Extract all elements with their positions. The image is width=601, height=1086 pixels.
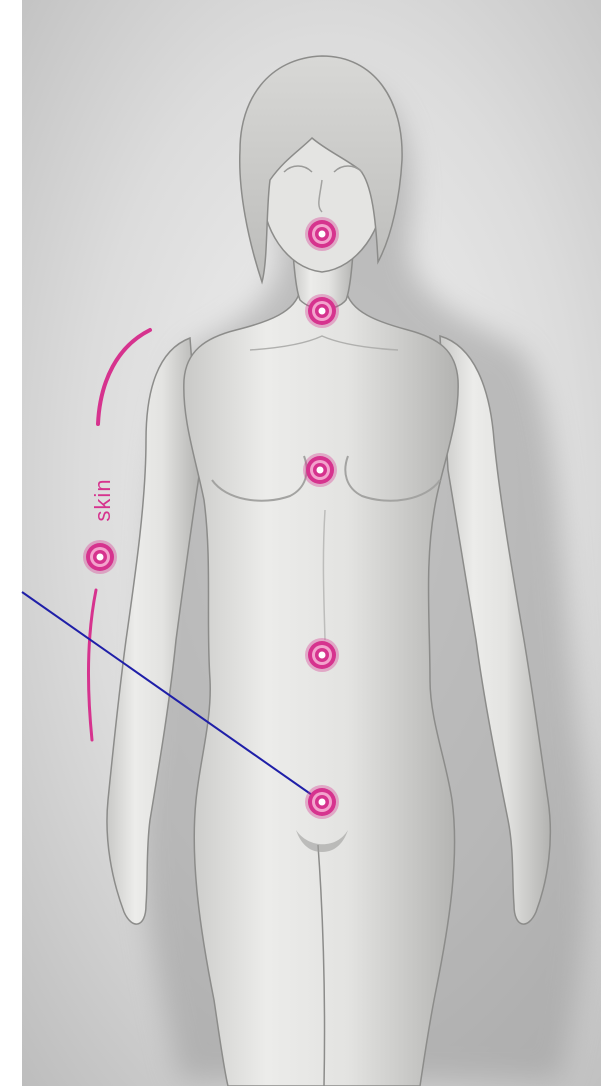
skin-marker: [83, 540, 117, 574]
skin-label: skin: [90, 478, 115, 521]
left-white-margin: [0, 0, 22, 1086]
chest-marker: [303, 453, 337, 487]
torso: [184, 290, 458, 1086]
pelvis-marker: [305, 785, 339, 819]
throat-marker: [305, 294, 339, 328]
navel-marker: [305, 638, 339, 672]
mouth-marker: [305, 217, 339, 251]
